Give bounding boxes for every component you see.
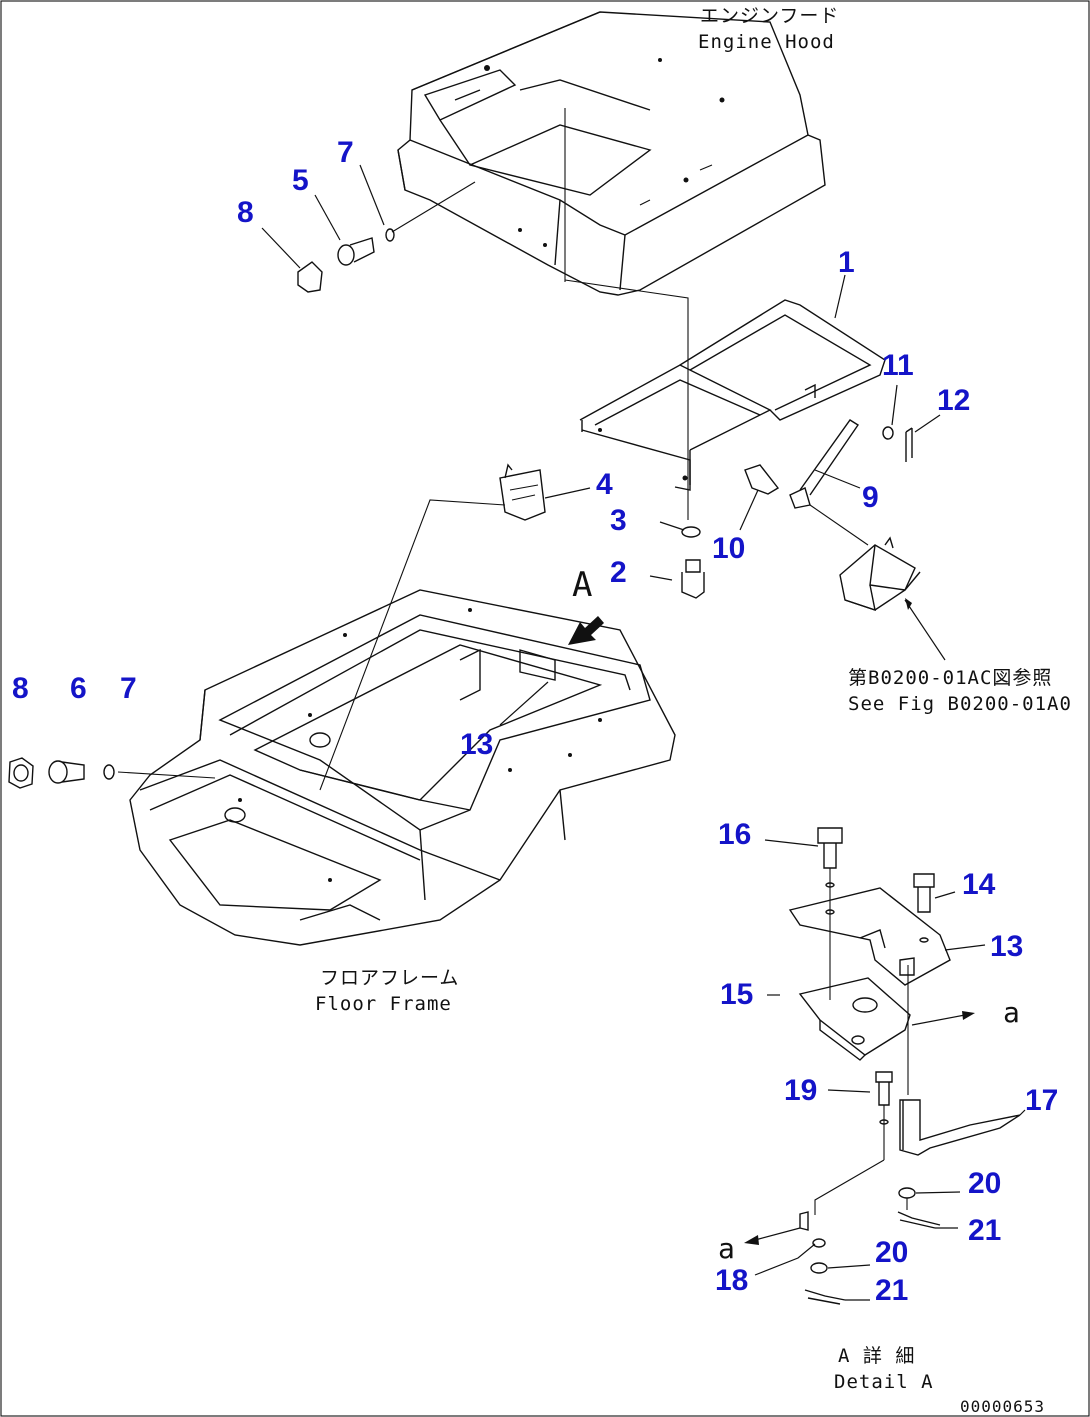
detail-a-assembly [744, 827, 1021, 1305]
view-a-marker: A [572, 565, 593, 605]
reference-label-jp: 第B0200-01AC図参照 [848, 667, 1052, 689]
callout-15: 15 [720, 978, 753, 1011]
callout-8-upper: 8 [237, 196, 254, 229]
callout-12: 12 [937, 384, 970, 417]
callout-1: 1 [838, 246, 855, 279]
detail-a-label-en: Detail A [834, 1371, 934, 1393]
callout-17: 17 [1025, 1084, 1058, 1117]
detail-ref-a-right: a [1003, 996, 1021, 1029]
callout-7-lower: 7 [120, 672, 137, 705]
callout-13-detail: 13 [990, 930, 1023, 963]
callout-6: 6 [70, 672, 87, 705]
support-bracket-frame [579, 299, 886, 491]
detail-ref-a-left: a [718, 1232, 736, 1265]
callout-4: 4 [596, 468, 613, 501]
callout-3: 3 [610, 504, 627, 537]
engine-hood-label-jp: エンジンフード [700, 5, 839, 27]
hinge-pin-set-upper [297, 228, 395, 293]
callout-14: 14 [962, 868, 996, 901]
engine-hood [397, 11, 826, 296]
annotation-notes: エンジンフード Engine Hood 第B0200-01AC図参照 See F… [315, 5, 1072, 1416]
part-callouts: 1 2 3 4 5 6 7 7 8 8 9 10 11 12 13 13 14 … [12, 136, 1058, 1307]
callout-21-lower: 21 [875, 1274, 908, 1307]
floor-frame-label-jp: フロアフレーム [320, 967, 459, 989]
view-a-arrow [568, 616, 604, 645]
assembly-guide-lines [391, 181, 689, 520]
floor-frame [117, 589, 676, 946]
hinge-bracket [319, 463, 546, 791]
bolt-and-washer [681, 526, 705, 599]
callout-9: 9 [862, 481, 879, 514]
callout-8-lower: 8 [12, 672, 29, 705]
engine-hood-label-en: Engine Hood [698, 31, 835, 53]
callout-20-lower: 20 [875, 1236, 908, 1269]
callout-16: 16 [718, 818, 751, 851]
callout-19: 19 [784, 1074, 817, 1107]
reference-label-en: See Fig B0200-01A0 [848, 693, 1072, 715]
floor-frame-label-en: Floor Frame [315, 993, 452, 1015]
leader-lines [261, 164, 1026, 1301]
detail-a-label-jp: A 詳 細 [838, 1345, 915, 1367]
callout-11: 11 [882, 349, 914, 382]
lock-box [839, 536, 946, 661]
callout-18: 18 [715, 1264, 748, 1297]
stay-rod [744, 419, 913, 546]
callout-21-upper: 21 [968, 1214, 1001, 1247]
callout-10: 10 [712, 532, 745, 565]
callout-5: 5 [292, 164, 309, 197]
callout-2: 2 [610, 556, 627, 589]
callout-7-upper: 7 [337, 136, 354, 169]
hinge-pin-set-lower [8, 757, 115, 789]
callout-20-upper: 20 [968, 1167, 1001, 1200]
callout-13-main: 13 [460, 728, 493, 761]
drawing-number: 00000653 [960, 1397, 1045, 1416]
